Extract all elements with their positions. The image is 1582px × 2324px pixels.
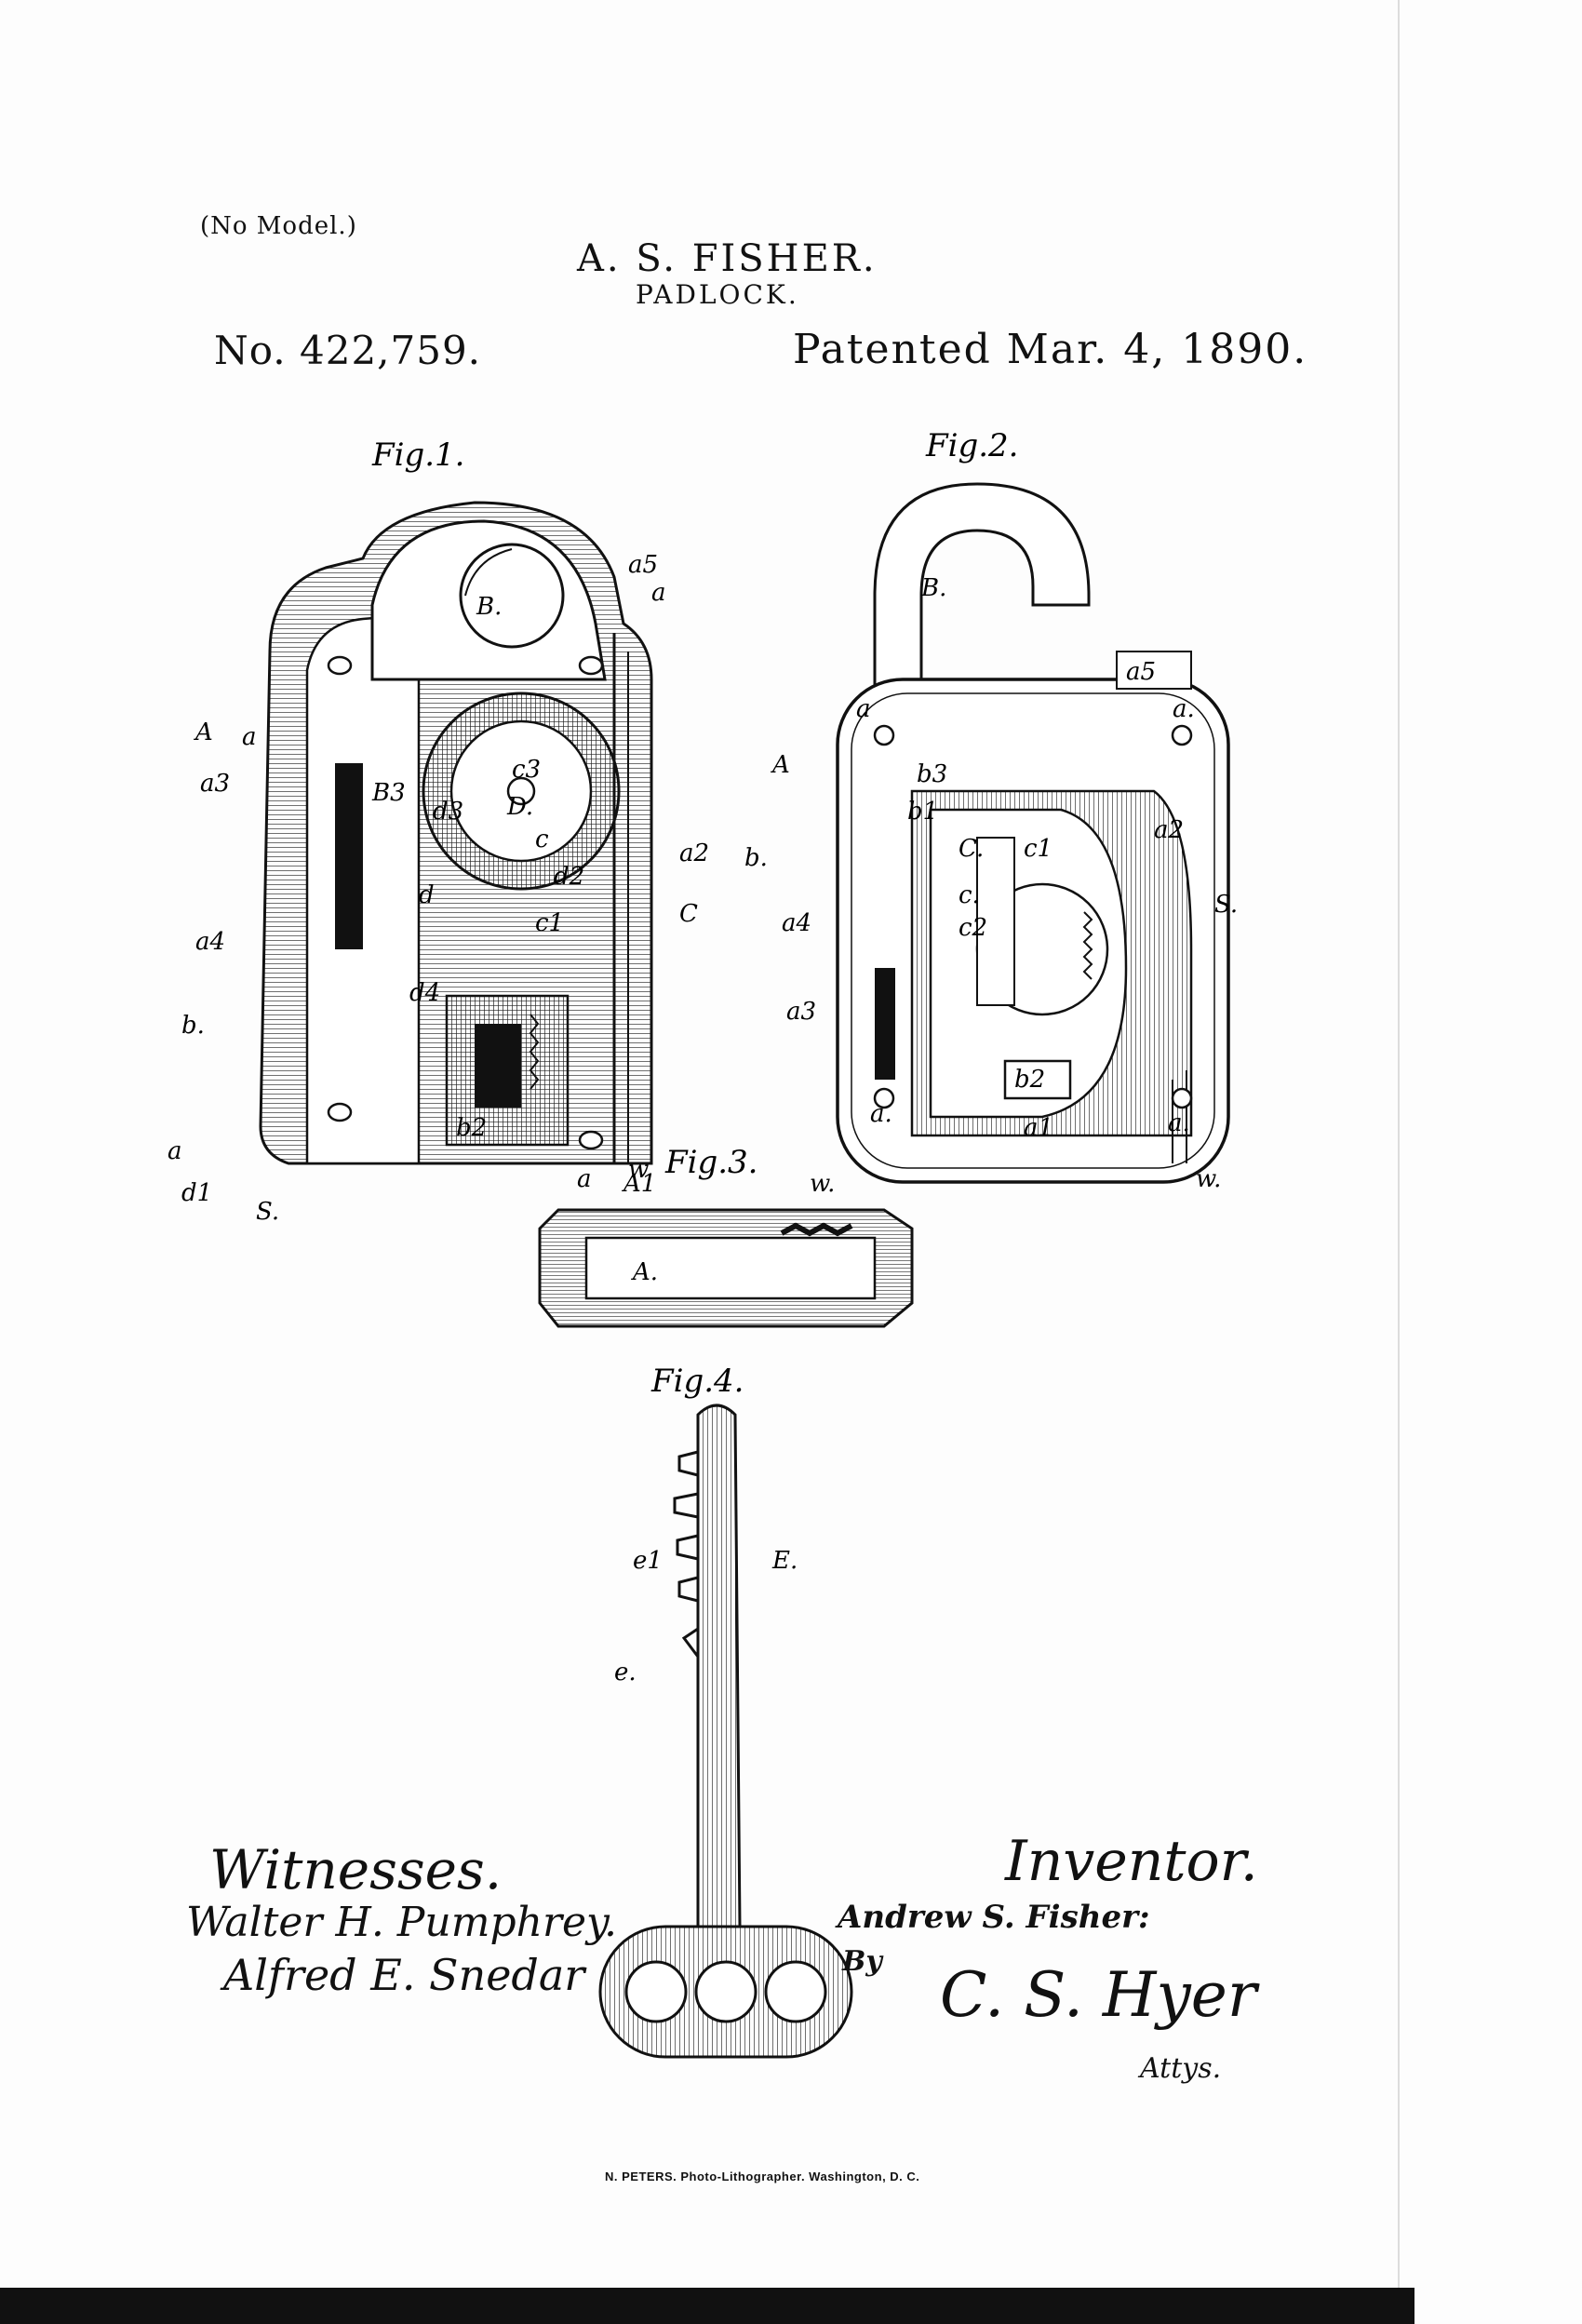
witnesses-heading: Witnesses. — [209, 1838, 503, 1901]
patent-title: PADLOCK. — [636, 279, 799, 310]
fig4-letter: e1 — [633, 1547, 663, 1575]
fig3-drawing: Fig.3. A1 w. A. — [538, 1144, 914, 1328]
fig1-letter: D. — [506, 793, 533, 821]
fig1-letter: a2 — [679, 840, 709, 867]
fig2-letter: a5 — [1126, 658, 1156, 686]
inventor-short-name: A. S. FISHER. — [577, 237, 878, 280]
fig1-letter: A — [194, 719, 213, 746]
lithographer-credit: N. PETERS. Photo-Lithographer. Washingto… — [605, 2170, 920, 2183]
attorneys-label: Attys. — [1140, 2052, 1222, 2085]
fig2-letter: a. — [1168, 1109, 1190, 1137]
fig2-letter: a. — [1173, 695, 1195, 723]
fig2-letter: c1 — [1024, 835, 1052, 863]
fig1-letter: c1 — [535, 909, 564, 937]
fig4-drawing: Fig.4. e1 E. e. — [598, 1363, 853, 2059]
fig3-label: Fig.3. — [664, 1144, 757, 1181]
scan-bottom-edge — [0, 2288, 1414, 2324]
fig1-letter: w — [628, 1156, 649, 1184]
fig1-letter: d2 — [554, 863, 584, 891]
fig1-letter: S. — [256, 1198, 279, 1226]
witness-1-signature: Walter H. Pumphrey. — [186, 1899, 618, 1946]
inventor-heading: Inventor. — [1005, 1829, 1258, 1894]
fig1-letter: B3 — [371, 779, 406, 807]
fig1-letter: a — [577, 1165, 592, 1193]
fig1-letter: a3 — [200, 770, 230, 798]
fig1-letter: d — [419, 881, 435, 909]
fig2-letter: c. — [959, 881, 980, 909]
fig2-letter: b1 — [907, 798, 938, 826]
fig1-letter: b. — [181, 1012, 205, 1040]
fig1-letter: a4 — [195, 928, 225, 956]
fig2-letter: A — [771, 751, 790, 779]
fig1-letter: d4 — [409, 979, 440, 1007]
fig3-letter: A1 — [622, 1170, 656, 1198]
fig1-letter: d1 — [181, 1179, 212, 1207]
fig1-letter: c — [535, 826, 549, 853]
fig4-label: Fig.4. — [650, 1363, 744, 1400]
fig1-letter: c3 — [512, 756, 541, 784]
fig2-letter: a — [856, 695, 871, 723]
fig2-letter: a3 — [786, 998, 816, 1026]
fig1-letter: a — [242, 723, 257, 751]
fig4-letter: E. — [771, 1547, 798, 1575]
fig4-letter: e. — [614, 1659, 637, 1686]
patent-date: Patented Mar. 4, 1890. — [793, 326, 1308, 373]
sheet-edge-right — [1398, 0, 1400, 2290]
fig2-letter: a1 — [1024, 1114, 1053, 1142]
fig2-letter: b2 — [1014, 1066, 1045, 1094]
fig2-letter: a4 — [782, 909, 811, 937]
fig2-letter: w. — [1196, 1165, 1221, 1193]
fig1-label: Fig.1. — [371, 437, 464, 474]
fig2-letter: a. — [870, 1100, 892, 1128]
fig1-letter: b2 — [456, 1114, 487, 1142]
fig1-letter: a — [651, 579, 666, 607]
attorney-signature: C. S. Hyer — [940, 1959, 1257, 2031]
fig2-letter: b3 — [917, 760, 947, 788]
witness-2-signature: Alfred E. Snedar — [223, 1950, 585, 2000]
fig1-letter: a — [168, 1137, 182, 1165]
fig2-letter: c2 — [959, 914, 987, 942]
fig1-letter: C — [679, 900, 698, 928]
inventor-signature: Andrew S. Fisher: — [838, 1899, 1150, 1936]
fig2-letter: b. — [744, 844, 768, 872]
fig1-letter: a5 — [628, 551, 658, 579]
fig2-letter: a2 — [1154, 816, 1184, 844]
fig1-letter: d3 — [433, 798, 463, 826]
fig1-letter: B. — [476, 593, 502, 621]
fig2-drawing: Fig.2. B. a5 a a. A b3 b1 C. c1 a2 b. c.… — [744, 427, 1238, 1193]
fig3-letter: A. — [631, 1258, 658, 1286]
fig3-letter: w. — [810, 1170, 835, 1198]
no-model-note: (No Model.) — [200, 212, 357, 240]
fig2-letter: S. — [1214, 891, 1238, 919]
fig2-letter: B. — [920, 574, 946, 602]
patent-number: No. 422,759. — [214, 328, 482, 373]
fig1-drawing: Fig.1. B. a5 a A a a3 B3 c3 D. d3 c a2 C… — [168, 437, 709, 1226]
by-label: By — [842, 1945, 882, 1978]
fig2-label: Fig.2. — [925, 427, 1018, 464]
fig2-letter: C. — [959, 835, 984, 863]
